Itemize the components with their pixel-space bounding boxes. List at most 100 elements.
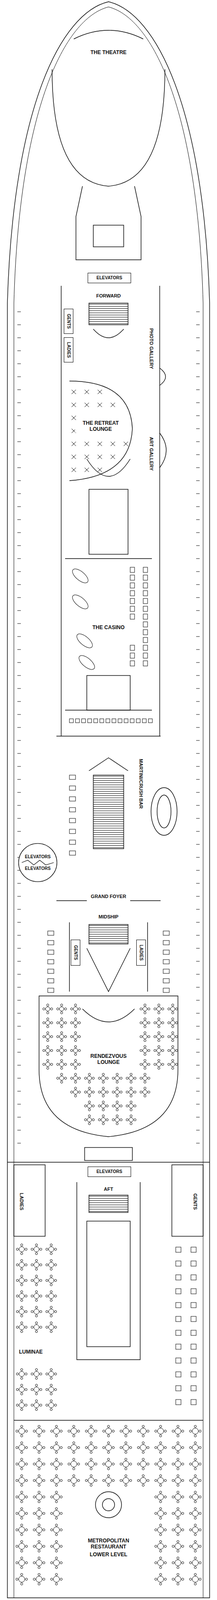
chair xyxy=(46,1251,49,1254)
chair xyxy=(177,1544,180,1547)
room-label-box: LADIES xyxy=(16,1189,27,1220)
slot-machine xyxy=(143,654,148,660)
window-mark xyxy=(17,559,21,561)
chair xyxy=(164,1482,167,1486)
lounge-chair xyxy=(110,442,116,448)
chair xyxy=(194,1586,197,1589)
chair xyxy=(194,1428,197,1431)
chair xyxy=(194,1520,197,1523)
chair xyxy=(50,1466,53,1469)
window-mark xyxy=(17,976,21,977)
chair xyxy=(50,1286,53,1289)
chair xyxy=(35,1371,38,1375)
chair xyxy=(20,1371,24,1375)
aft-core xyxy=(76,1184,141,1363)
round-table xyxy=(174,1447,181,1454)
square-table xyxy=(175,1263,181,1270)
chair xyxy=(147,1010,151,1013)
chair xyxy=(175,1052,178,1055)
lounge-chair xyxy=(71,403,76,408)
chair xyxy=(74,1075,77,1079)
chair xyxy=(33,1449,36,1453)
chair xyxy=(50,1038,53,1041)
round-table xyxy=(128,1092,134,1097)
round-table xyxy=(33,1374,40,1380)
chair xyxy=(85,1433,88,1436)
chair xyxy=(20,1428,24,1431)
chair xyxy=(16,1391,19,1395)
room-label-box: ART GALLERY xyxy=(146,417,157,492)
chair xyxy=(46,1055,50,1059)
round-table xyxy=(19,1390,25,1396)
chair xyxy=(88,1117,91,1120)
round-table xyxy=(19,1327,25,1333)
round-table xyxy=(73,1036,78,1042)
rendezvous-outline xyxy=(39,998,178,1140)
round-table xyxy=(105,1431,112,1438)
lounge-bar xyxy=(82,1011,135,1025)
chair xyxy=(50,1065,53,1069)
slot-machine xyxy=(143,591,148,598)
round-table xyxy=(33,1390,40,1396)
round-table xyxy=(36,1579,43,1586)
chair xyxy=(60,1565,63,1568)
square-table xyxy=(190,1319,197,1325)
window-mark xyxy=(196,703,200,704)
chair xyxy=(42,1433,46,1436)
foyer-seat xyxy=(69,776,76,782)
chair xyxy=(78,1093,81,1096)
chair xyxy=(31,1313,34,1316)
room-name: MARTINI/CRUSH BAR xyxy=(138,759,145,812)
chair xyxy=(46,1298,49,1301)
chair xyxy=(35,1286,38,1289)
chair xyxy=(95,1449,98,1453)
staircase-rail xyxy=(88,759,129,773)
chair xyxy=(25,1466,28,1469)
chair xyxy=(177,1428,180,1431)
area-label: FORWARD xyxy=(95,293,123,300)
lounge-chair xyxy=(110,455,116,461)
window-mark xyxy=(17,390,21,392)
chair xyxy=(16,1499,19,1502)
square-table xyxy=(175,1249,181,1256)
room-area: THE THEATRE xyxy=(80,48,137,58)
lounge-chair xyxy=(97,455,102,461)
lounge-chair xyxy=(110,403,116,408)
slot-machine xyxy=(143,568,148,574)
grand-staircase xyxy=(93,776,124,851)
chair xyxy=(31,1407,34,1410)
foyer-outline xyxy=(56,737,161,903)
chair xyxy=(112,1482,115,1486)
room-name: LADIES xyxy=(19,1194,25,1214)
chair xyxy=(50,1318,53,1321)
round-table xyxy=(142,1092,148,1097)
chair xyxy=(137,1482,140,1486)
window-mark xyxy=(17,533,21,535)
round-table xyxy=(87,1120,92,1125)
chair xyxy=(60,1006,63,1009)
chair xyxy=(116,1089,119,1092)
chair xyxy=(64,1079,67,1082)
chair xyxy=(199,1548,202,1552)
window-mark xyxy=(17,481,21,483)
chair xyxy=(88,1097,91,1100)
chair xyxy=(102,1466,106,1469)
gaming-table xyxy=(76,654,98,674)
room-name: LADIES xyxy=(138,946,144,964)
round-table xyxy=(70,1447,77,1454)
lounge-chair xyxy=(123,442,129,448)
theatre-lobby xyxy=(75,186,142,261)
round-table xyxy=(48,1265,54,1271)
window-mark xyxy=(196,690,200,691)
chair xyxy=(42,1065,46,1069)
round-table xyxy=(192,1579,199,1586)
lounge-chair xyxy=(84,442,89,448)
chair xyxy=(35,1411,38,1414)
square-table xyxy=(175,1305,181,1311)
chair xyxy=(35,1380,38,1383)
round-table xyxy=(73,1092,78,1097)
chair xyxy=(144,1034,147,1037)
chair xyxy=(25,1482,28,1486)
chair xyxy=(20,1494,24,1497)
chair xyxy=(189,1449,192,1453)
